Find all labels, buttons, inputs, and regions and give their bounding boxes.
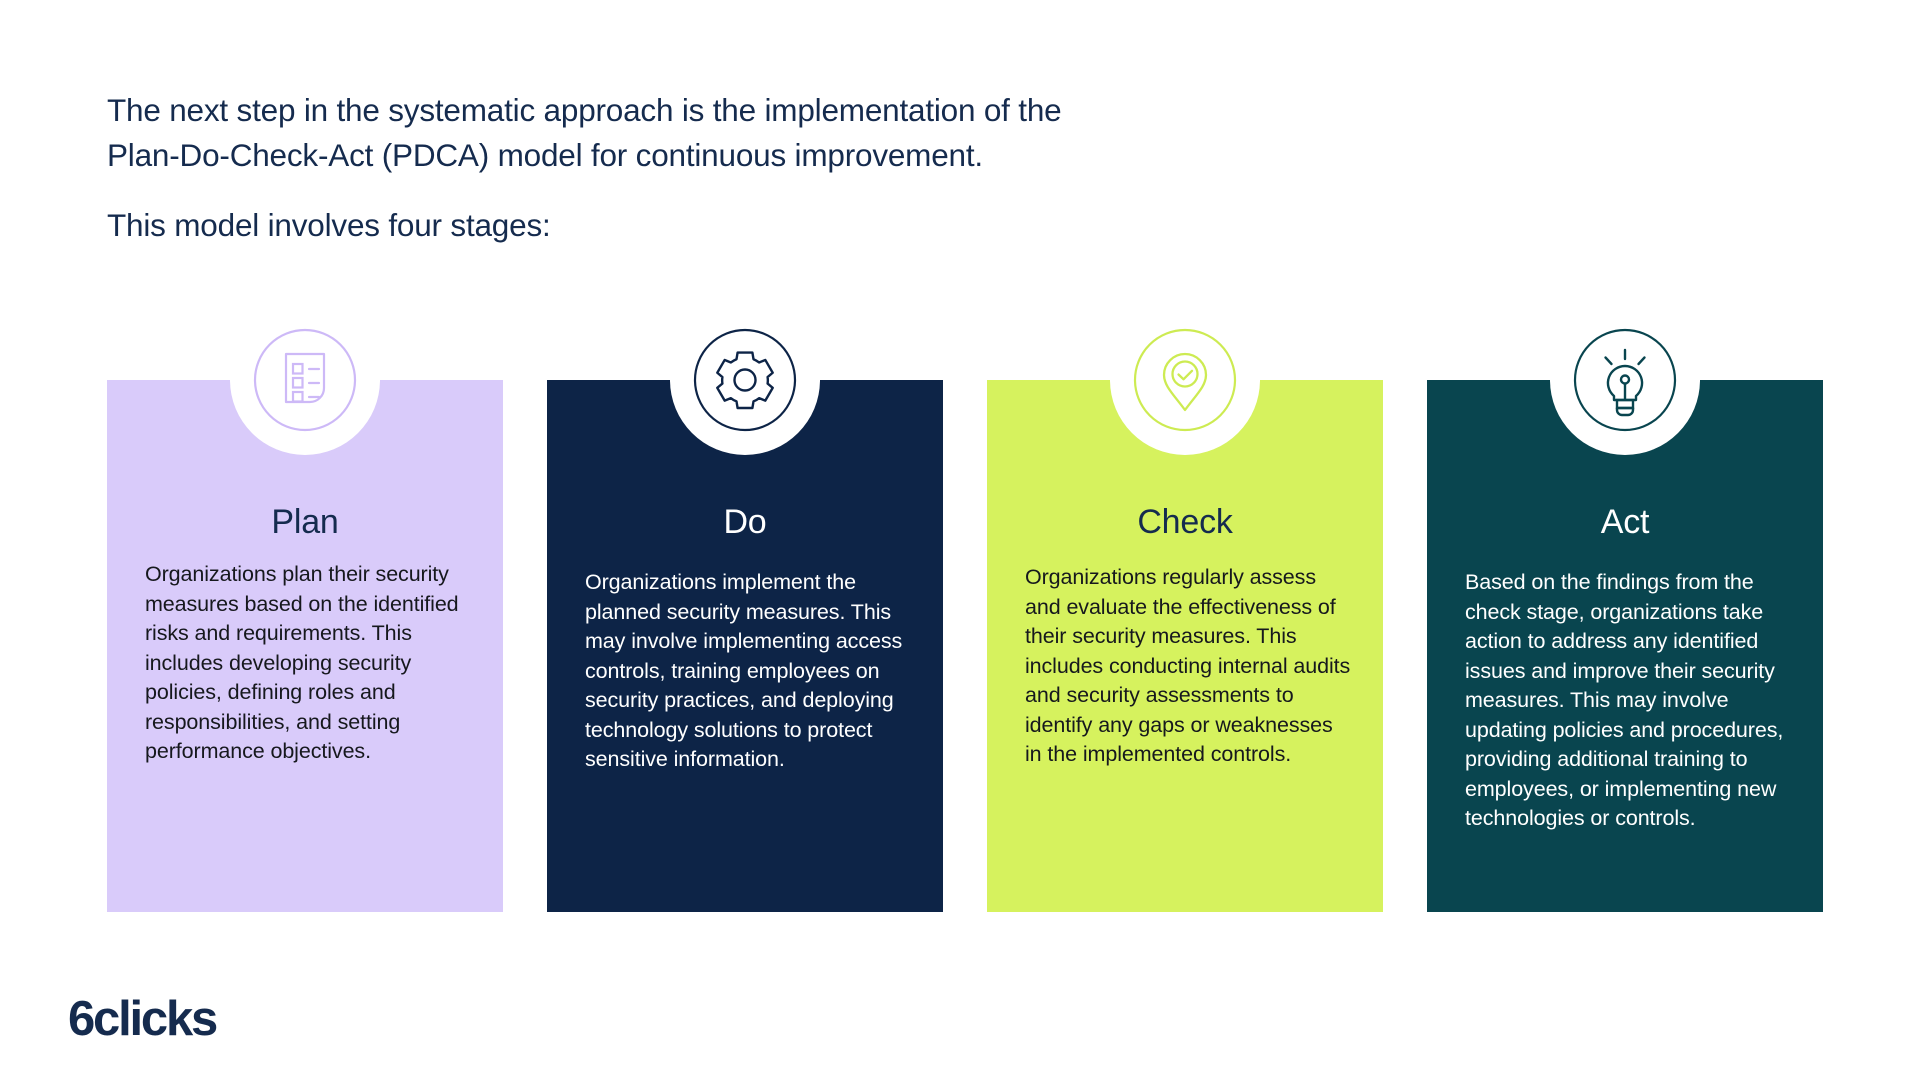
intro-heading-line-2: Plan-Do-Check-Act (PDCA) model for conti…: [107, 137, 983, 173]
intro-subheading: This model involves four stages:: [107, 207, 551, 243]
lightbulb-icon: [1550, 305, 1700, 455]
stage-title-plan: Plan: [271, 503, 339, 541]
stage-card-plan[interactable]: Plan Organizations plan their security m…: [107, 305, 503, 912]
stage-body-act: Based on the findings from the check sta…: [1465, 570, 1784, 830]
map-pin-check-icon: [1110, 305, 1260, 455]
stage-card-check[interactable]: Check Organizations regularly assess and…: [987, 305, 1383, 912]
stage-body-check: Organizations regularly assess and evalu…: [1025, 565, 1351, 766]
stage-body-do: Organizations implement the planned secu…: [585, 570, 903, 771]
intro-heading: The next step in the systematic approach…: [107, 88, 1407, 178]
stage-card-do[interactable]: Do Organizations implement the planned s…: [547, 305, 943, 912]
checklist-document-icon: [230, 305, 380, 455]
stage-body-plan: Organizations plan their security measur…: [145, 562, 459, 763]
stage-title-act: Act: [1600, 503, 1650, 541]
stage-card-act[interactable]: Act Based on the findings from the check…: [1427, 305, 1823, 912]
intro-heading-line-1: The next step in the systematic approach…: [107, 92, 1062, 128]
sixclicks-logo[interactable]: 6clicks: [68, 995, 258, 1047]
stage-title-check: Check: [1137, 503, 1233, 541]
gear-icon: [670, 305, 820, 455]
stage-title-do: Do: [723, 503, 767, 541]
sixclicks-logo-text: 6clicks: [68, 995, 217, 1046]
